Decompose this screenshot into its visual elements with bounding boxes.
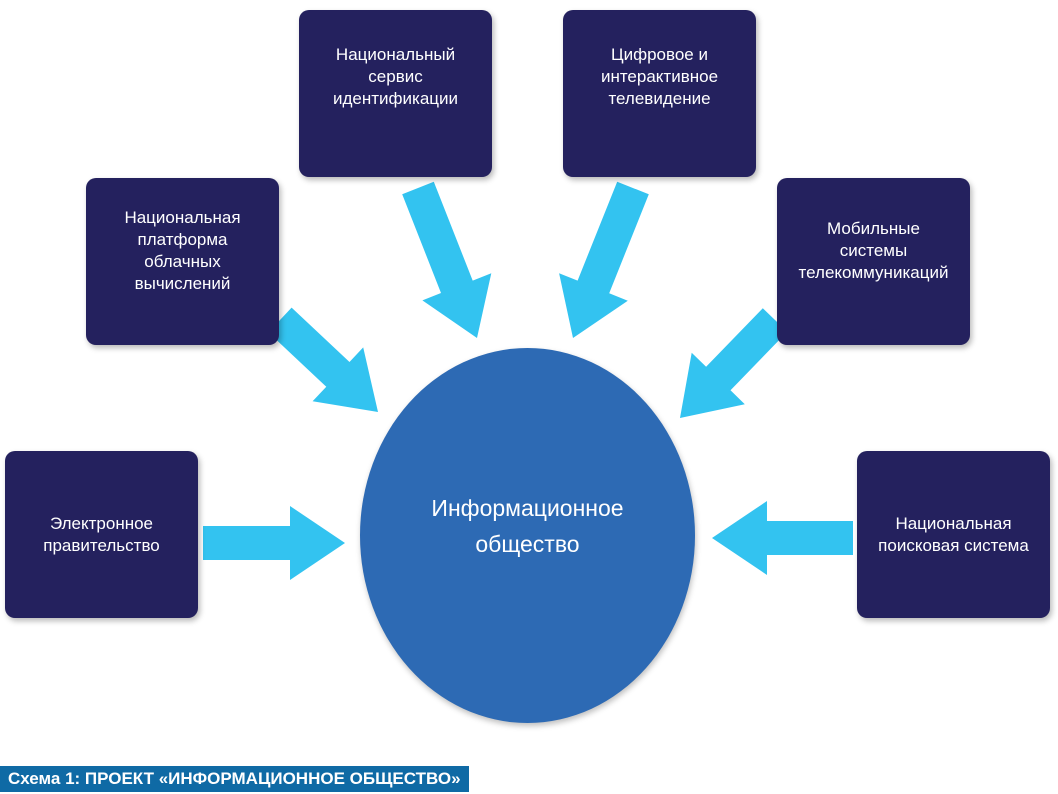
node-electronic-government: Электронное правительство <box>5 451 198 618</box>
node-search-system: Национальная поисковая система <box>857 451 1050 618</box>
node-cloud-platform: Национальная платформа облачных вычислен… <box>86 178 279 345</box>
node-mobile-systems-label: Мобильные системы телекоммуникаций <box>798 218 949 282</box>
node-digital-tv-label: Цифровое и интерактивное телевидение <box>600 44 719 108</box>
arrow-search-system-to-center <box>712 501 853 575</box>
center-node-label: Информационное общество <box>431 494 624 557</box>
node-identification-service: Национальный сервис идентификации <box>299 10 492 177</box>
arrow-cloud-platform-to-center <box>268 307 378 412</box>
arrow-identification-service-to-center <box>402 181 492 338</box>
arrow-electronic-government-to-center <box>203 506 345 580</box>
node-digital-tv: Цифровое и интерактивное телевидение <box>563 10 756 177</box>
arrow-mobile-systems-to-center <box>680 308 788 418</box>
figure-caption: Схема 1: ПРОЕКТ «ИНФОРМАЦИОННОЕ ОБЩЕСТВО… <box>0 766 469 792</box>
node-cloud-platform-label: Национальная платформа облачных вычислен… <box>124 207 241 293</box>
node-search-system-label: Национальная поисковая система <box>878 513 1029 555</box>
center-node-information-society: Информационное общество <box>360 348 695 723</box>
arrow-digital-tv-to-center <box>559 181 649 338</box>
node-electronic-government-label: Электронное правительство <box>43 513 160 555</box>
node-mobile-systems: Мобильные системы телекоммуникаций <box>777 178 970 345</box>
node-identification-service-label: Национальный сервис идентификации <box>332 44 459 108</box>
